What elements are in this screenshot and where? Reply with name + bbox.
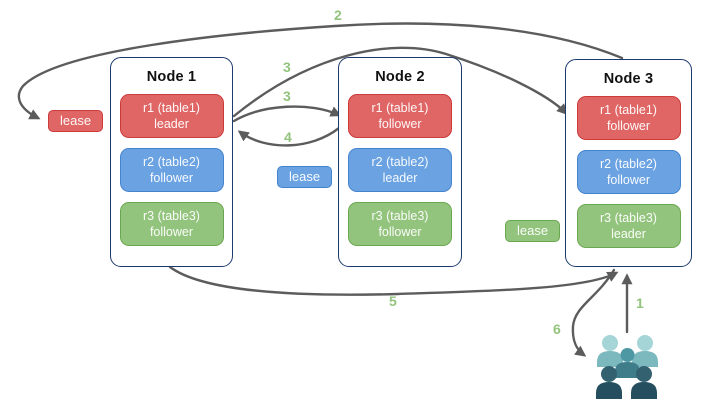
node-1-replica-r3: r3 (table3) follower — [119, 202, 224, 246]
node-3-replica-r3: r3 (table3) leader — [576, 204, 681, 248]
node-2-replica-r3: r3 (table3) follower — [348, 202, 452, 246]
step-label-5: 5 — [389, 293, 397, 309]
replica-role: leader — [382, 171, 418, 185]
users-icon — [596, 335, 658, 399]
step-label-6: 6 — [553, 321, 561, 337]
node-1-title: Node 1 — [146, 69, 197, 85]
person-icon — [631, 366, 657, 399]
node-2-replica-r1: r1 (table1) follower — [348, 94, 452, 138]
arrow-step-6-node3-to-users — [571, 268, 616, 357]
node-2-title: Node 2 — [375, 69, 425, 85]
person-icon — [597, 335, 623, 367]
replica-role: follower — [149, 171, 194, 185]
node-2-replica-r2: r2 (table2) leader — [348, 148, 452, 192]
arrow-step-5-node1-to-node3 — [168, 265, 619, 296]
replica-role: leader — [611, 227, 646, 241]
step-label-2: 2 — [334, 7, 342, 23]
node-1-replica-r2: r2 (table2) follower — [119, 148, 224, 192]
replica-role: follower — [378, 117, 422, 131]
replica-name: r1 (table1) — [600, 102, 657, 117]
replica-name: r3 (table3) — [143, 208, 200, 223]
step-label-3a: 3 — [283, 59, 291, 75]
person-icon — [596, 366, 622, 399]
arrow-step-4-node2-to-node1 — [237, 126, 341, 147]
replica-role: follower — [378, 225, 422, 239]
replica-role: leader — [154, 117, 189, 131]
step-label-1: 1 — [636, 295, 644, 311]
node-3-replica-r2: r2 (table2) follower — [576, 150, 681, 194]
lease-badge-table2: lease — [277, 166, 333, 188]
arrow-step-3-node1-to-node3 — [232, 46, 568, 118]
replica-name: r2 (table2) — [600, 156, 657, 171]
person-icon — [615, 348, 640, 378]
replica-name: r1 (table1) — [371, 100, 429, 115]
node-3-title: Node 3 — [603, 71, 654, 87]
node-3: Node 3 r1 (table1) follower r2 (table2) … — [565, 59, 692, 267]
replica-name: r2 (table2) — [143, 154, 200, 169]
replica-name: r3 (table3) — [600, 210, 657, 225]
person-icon — [632, 335, 658, 367]
node-1-replica-r1: r1 (table1) leader — [119, 94, 224, 138]
replica-role: follower — [606, 173, 651, 187]
replica-role: follower — [606, 119, 651, 133]
replica-name: r1 (table1) — [143, 100, 200, 115]
lease-badge-table3: lease — [505, 220, 561, 242]
arrow-step-2-node3-to-lease1 — [17, 22, 624, 120]
step-label-4: 4 — [284, 129, 292, 145]
replica-name: r2 (table2) — [371, 154, 429, 169]
arrow-step-3-node1-to-node2 — [232, 105, 342, 123]
replica-role: follower — [149, 225, 194, 239]
replica-name: r3 (table3) — [371, 208, 429, 223]
lease-badge-table1: lease — [48, 110, 104, 132]
node-1: Node 1 r1 (table1) leader r2 (table2) fo… — [110, 57, 233, 267]
node-3-replica-r1: r1 (table1) follower — [576, 96, 681, 140]
step-label-3b: 3 — [283, 88, 291, 104]
node-2: Node 2 r1 (table1) follower r2 (table2) … — [338, 57, 462, 267]
